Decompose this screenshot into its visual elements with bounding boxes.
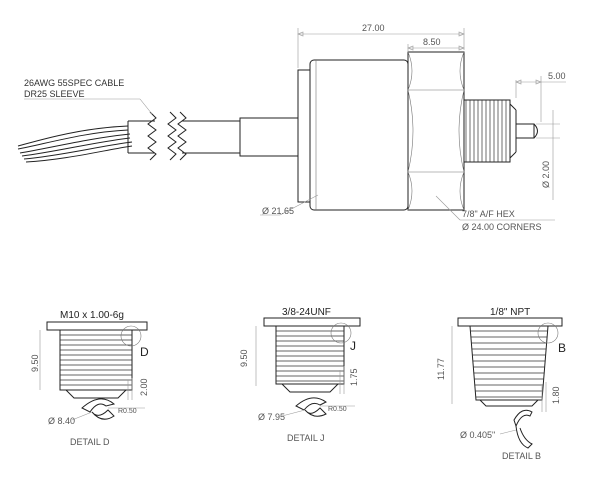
detail-j-callout-circle <box>330 322 352 344</box>
detail-j-radius: R0.50 <box>328 406 347 413</box>
detail-d: M10 x 1.00-6g D 9.50 2.00 Ø 8.40 R0.50 D… <box>30 310 149 447</box>
sensor-side-view: 26AWG 55SPEC CABLE DR25 SLEEVE 27.00 8.5… <box>17 23 566 232</box>
detail-j-height: 9.50 <box>239 349 249 367</box>
detail-d-callout-circle <box>120 325 142 347</box>
detail-b-height: 11.77 <box>436 358 446 380</box>
sensor-dimensions <box>24 28 566 221</box>
cable-wires <box>17 125 133 163</box>
detail-d-letter: D <box>140 345 149 359</box>
detail-b-diameter: Ø 0.405" <box>460 430 495 440</box>
detail-d-chamfer <box>65 389 127 399</box>
sensor-tip <box>515 123 538 139</box>
detail-b-tip-length: 1.80 <box>551 386 561 404</box>
detail-d-tip-length: 2.00 <box>139 378 149 396</box>
detail-j: 3/8-24UNF J 9.50 1.75 Ø 7.95 R0.50 DETAI… <box>239 307 361 443</box>
detail-b-chamfer <box>479 399 539 407</box>
dim-tip-diameter: Ø 2.00 <box>541 161 551 188</box>
detail-j-thread-body <box>275 325 345 385</box>
cable-label-line1: 26AWG 55SPEC CABLE <box>24 78 124 88</box>
detail-d-radius: R0.50 <box>118 408 137 415</box>
detail-j-caption: DETAIL J <box>287 433 325 443</box>
detail-b-caption: DETAIL B <box>502 451 541 461</box>
sensor-body <box>297 59 409 211</box>
strain-relief <box>239 117 299 157</box>
detail-d-height: 9.50 <box>30 354 40 372</box>
detail-j-letter: J <box>350 339 356 353</box>
detail-j-flange <box>263 317 361 327</box>
detail-b-arc <box>513 409 533 428</box>
detail-d-arc <box>81 398 116 413</box>
dim-body-diameter: Ø 21.65 <box>262 206 294 216</box>
threaded-port <box>463 99 517 163</box>
dim-hex-length: 8.50 <box>423 37 441 47</box>
hex-corners-label: Ø 24.00 CORNERS <box>462 222 542 232</box>
cable-sleeve <box>127 111 240 161</box>
detail-b: 1/8" NPT B 11.77 1.80 Ø 0.405" DETAIL B <box>436 307 566 461</box>
detail-d-thread-label: M10 x 1.00-6g <box>60 310 124 321</box>
detail-j-thread-label: 3/8-24UNF <box>282 307 331 318</box>
dim-overall-length: 27.00 <box>362 23 385 33</box>
detail-b-thread-label: 1/8" NPT <box>490 307 530 318</box>
hex-nut <box>407 51 465 211</box>
detail-d-diameter: Ø 8.40 <box>48 416 75 426</box>
detail-j-arc <box>295 397 327 411</box>
cable-label-line2: DR25 SLEEVE <box>24 89 85 99</box>
detail-j-chamfer <box>281 383 339 393</box>
dim-tip-length: 5.00 <box>548 71 566 81</box>
detail-d-caption: DETAIL D <box>70 437 110 447</box>
detail-j-diameter: Ø 7.95 <box>258 412 285 422</box>
hex-af-label: 7/8" A/F HEX <box>462 209 515 219</box>
detail-b-callout-circle <box>537 322 559 344</box>
detail-b-letter: B <box>558 341 566 355</box>
detail-b-flange <box>457 317 563 327</box>
detail-j-tip-length: 1.75 <box>349 368 359 386</box>
